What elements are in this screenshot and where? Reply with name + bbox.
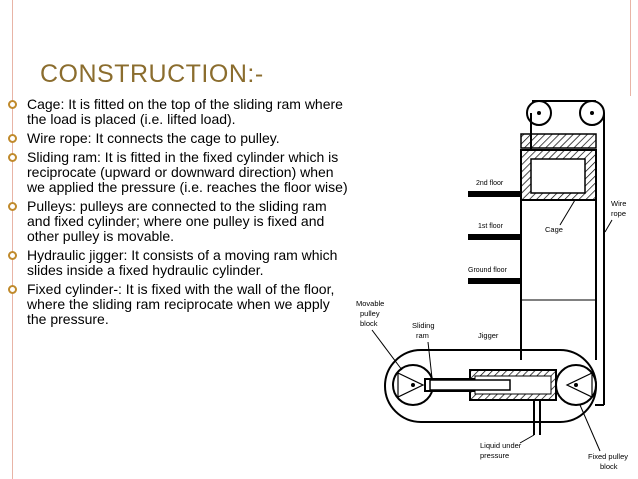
sliding-label-line1: Sliding bbox=[412, 321, 435, 330]
top-slab bbox=[520, 133, 597, 149]
sliding-label-line2: ram bbox=[416, 331, 429, 340]
floor-label-2nd: 2nd floor bbox=[476, 180, 504, 187]
bullet-text-wire-rope: Wire rope: It connects the cage to pulle… bbox=[27, 130, 280, 146]
bullet-ring-icon bbox=[8, 100, 17, 109]
bullet-item: Fixed cylinder-: It is fixed with the wa… bbox=[8, 282, 348, 327]
bullet-ring-icon bbox=[8, 285, 17, 294]
wire-rope-leader-line bbox=[604, 219, 613, 233]
movable-label-line2: pulley bbox=[360, 309, 380, 318]
wire-rope-label-line1: Wire bbox=[611, 199, 626, 208]
cage-label: Cage bbox=[545, 225, 563, 234]
bullet-text-pulleys: Pulleys: pulleys are connected to the sl… bbox=[27, 198, 327, 244]
liquid-leader-line bbox=[519, 434, 535, 444]
movable-label-line1: Movable bbox=[356, 299, 384, 308]
bullet-ring-icon bbox=[8, 153, 17, 162]
jigger-label: Jigger bbox=[478, 331, 499, 340]
bullet-item: Hydraulic jigger: It consists of a movin… bbox=[8, 248, 348, 278]
top-left-pulley bbox=[526, 100, 552, 126]
floor-marker-2nd: 2nd floor bbox=[468, 180, 521, 197]
fixed-cylinder bbox=[429, 369, 557, 401]
bullet-text-fixed-cylinder: Fixed cylinder-: It is fixed with the wa… bbox=[27, 281, 335, 327]
liquid-label-line1: Liquid under bbox=[480, 441, 522, 450]
liquid-label-line2: pressure bbox=[480, 451, 509, 460]
fixed-label-line1: Fixed pulley bbox=[588, 452, 628, 461]
bullet-text-hydraulic-jigger: Hydraulic jigger: It consists of a movin… bbox=[27, 247, 338, 278]
bullet-text-cage: Cage: It is fitted on the top of the sli… bbox=[27, 96, 343, 127]
floor-label-ground: Ground floor bbox=[468, 267, 508, 274]
bullet-ring-icon bbox=[8, 202, 17, 211]
right-accent-line bbox=[630, 0, 631, 96]
liquid-pipe bbox=[533, 400, 541, 435]
bullet-item: Pulleys: pulleys are connected to the sl… bbox=[8, 199, 348, 244]
movable-leader-line bbox=[371, 329, 403, 371]
floor-marker-ground: Ground floor bbox=[468, 267, 521, 284]
bullet-text-sliding-ram: Sliding ram: It is fitted in the fixed c… bbox=[27, 149, 348, 195]
fixed-label-line2: block bbox=[600, 462, 618, 471]
left-accent-line bbox=[12, 0, 13, 479]
sliding-leader-line bbox=[427, 341, 433, 379]
floor-label-1st: 1st floor bbox=[478, 223, 504, 230]
cage bbox=[520, 149, 597, 201]
bullet-item: Cage: It is fitted on the top of the sli… bbox=[8, 97, 348, 127]
top-right-pulley bbox=[579, 100, 605, 126]
slide-title: CONSTRUCTION:- bbox=[40, 60, 264, 88]
bullet-item: Sliding ram: It is fitted in the fixed c… bbox=[8, 150, 348, 195]
movable-label-line3: block bbox=[360, 319, 378, 328]
hydraulic-lift-diagram: 2nd floor 1st floor Ground floor Cage Wi… bbox=[356, 100, 628, 471]
floor-marker-1st: 1st floor bbox=[468, 223, 521, 240]
fixed-leader-line bbox=[579, 404, 601, 452]
bullet-ring-icon bbox=[8, 134, 17, 143]
bullet-item: Wire rope: It connects the cage to pulle… bbox=[8, 131, 348, 146]
wire-rope-label-line2: rope bbox=[611, 209, 626, 218]
bullet-list: Cage: It is fitted on the top of the sli… bbox=[8, 97, 348, 331]
fixed-pulley bbox=[555, 364, 597, 406]
shaft-walls bbox=[520, 200, 597, 360]
bullet-ring-icon bbox=[8, 251, 17, 260]
cage-leader-line bbox=[559, 199, 576, 226]
